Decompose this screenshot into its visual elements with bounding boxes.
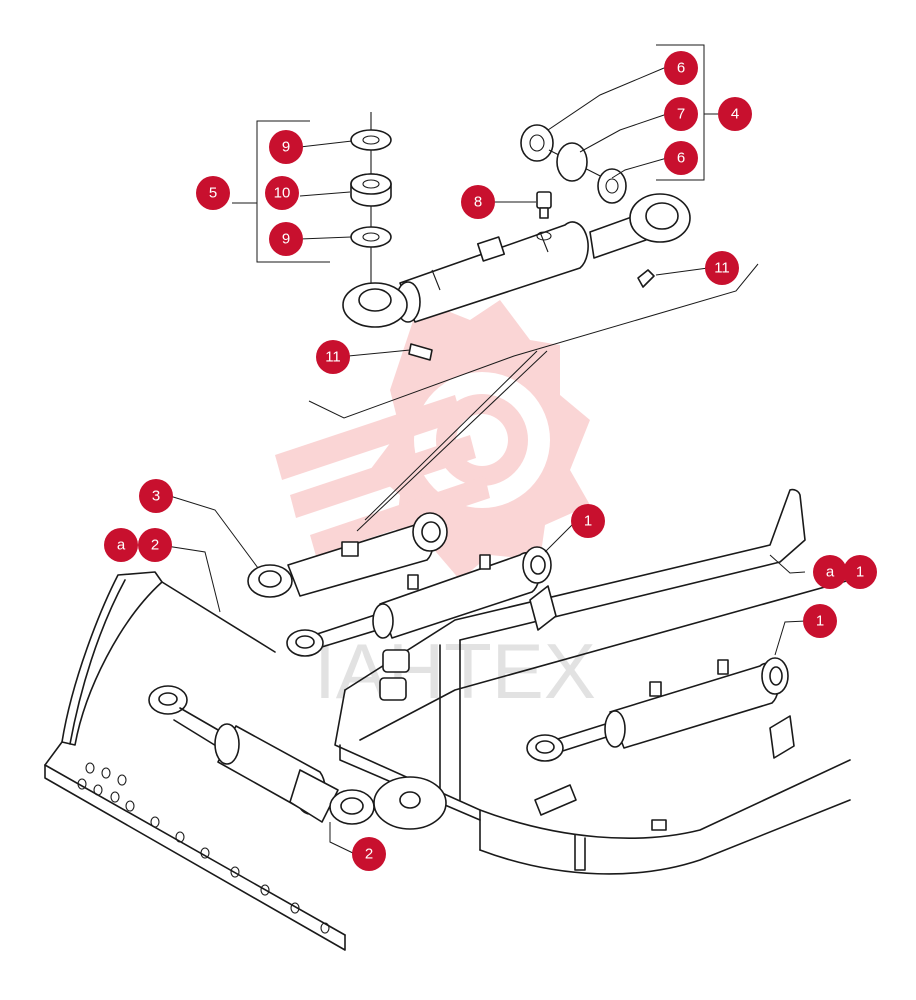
callout-3[interactable]: 3 (139, 479, 173, 513)
callout-11-left[interactable]: 11 (316, 340, 350, 374)
leader-lines (159, 67, 807, 855)
svg-text:11: 11 (714, 260, 730, 277)
group-bracket-4 (656, 44, 718, 181)
callout-a-2[interactable]: a (104, 528, 138, 562)
callout-1-lower[interactable]: 1 (803, 604, 837, 638)
callout-11-right[interactable]: 11 (705, 251, 739, 285)
callout-10[interactable]: 10 (265, 176, 299, 210)
group-bracket-5 (232, 120, 330, 263)
exploded-cylinder (308, 124, 759, 532)
svg-text:2: 2 (365, 846, 373, 863)
dozer-frame (334, 488, 851, 875)
cylinder-2 (148, 685, 375, 825)
svg-text:1: 1 (584, 513, 592, 530)
callout-7[interactable]: 7 (664, 97, 698, 131)
cylinder-1-upper (286, 546, 552, 657)
callout-2-top[interactable]: 2 (138, 528, 172, 562)
callout-6-bottom[interactable]: 6 (664, 141, 698, 175)
callout-9-bottom[interactable]: 9 (269, 222, 303, 256)
svg-text:6: 6 (677, 150, 685, 167)
svg-text:9: 9 (282, 139, 290, 156)
svg-text:a: a (826, 564, 835, 581)
callout-1-right[interactable]: 1 (843, 555, 877, 589)
svg-text:8: 8 (474, 194, 482, 211)
svg-text:4: 4 (731, 106, 739, 123)
callout-4[interactable]: 4 (718, 97, 752, 131)
svg-text:11: 11 (325, 349, 341, 366)
callout-2-bottom[interactable]: 2 (352, 837, 386, 871)
callout-5[interactable]: 5 (196, 176, 230, 210)
cylinder-3 (247, 512, 448, 598)
callout-8[interactable]: 8 (461, 185, 495, 219)
callout-9-top[interactable]: 9 (269, 130, 303, 164)
dozer-blade (44, 571, 346, 951)
svg-text:1: 1 (816, 613, 824, 630)
svg-text:3: 3 (152, 488, 160, 505)
svg-text:7: 7 (677, 106, 685, 123)
svg-text:10: 10 (274, 185, 291, 202)
callout-6-top[interactable]: 6 (664, 51, 698, 85)
svg-text:9: 9 (282, 231, 290, 248)
watermark-text: IAHTEX (314, 627, 596, 715)
svg-text:5: 5 (209, 185, 217, 202)
callout-1-top[interactable]: 1 (571, 504, 605, 538)
blade-bolt-holes (77, 762, 330, 934)
callout-a-1[interactable]: a (813, 555, 847, 589)
svg-text:6: 6 (677, 60, 685, 77)
watermark-gear-logo (275, 300, 590, 580)
svg-text:2: 2 (151, 537, 159, 554)
svg-text:1: 1 (856, 564, 864, 581)
seal-stack (350, 112, 392, 290)
svg-text:a: a (117, 537, 126, 554)
cylinder-1-lower (526, 657, 789, 762)
